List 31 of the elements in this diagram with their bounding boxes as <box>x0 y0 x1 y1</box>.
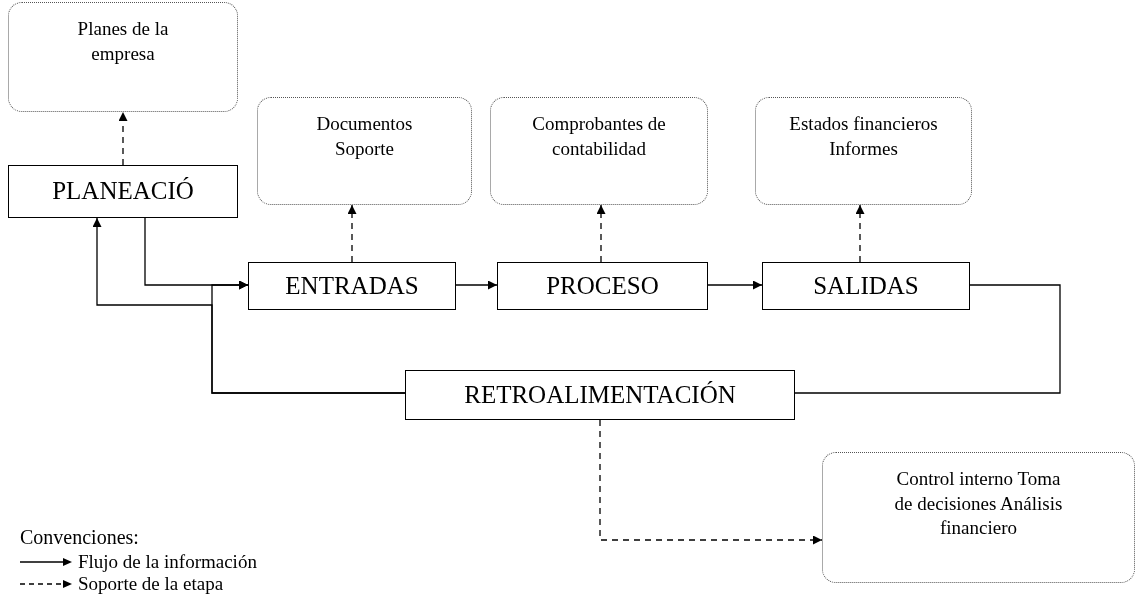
legend-heading: Convenciones: <box>20 526 139 549</box>
note-box <box>822 452 1135 583</box>
node-text: Control interno Toma de decisiones Análisis financiero <box>893 467 1064 541</box>
connector-arrow <box>347 204 357 263</box>
legend-text: Flujo de la información <box>78 551 257 573</box>
note-box <box>8 2 238 112</box>
node-text: Estados financieros Informes <box>788 112 939 161</box>
process-box <box>405 370 795 420</box>
note-box <box>490 97 708 205</box>
note-box <box>755 97 972 205</box>
connector-arrow <box>855 204 865 263</box>
node-text: ENTRADAS <box>285 270 419 301</box>
connector-arrow <box>707 280 763 290</box>
connector-arrow <box>211 280 406 394</box>
node-text: Planes de la empresa <box>76 17 170 66</box>
node-text: SALIDAS <box>813 270 919 301</box>
connector-arrow <box>596 204 606 263</box>
node-text: RETROALIMENTACIÓN <box>464 379 736 410</box>
legend-text: Soporte de la etapa <box>78 573 224 595</box>
connector-arrow <box>455 280 498 290</box>
node-text: Comprobantes de contabilidad <box>531 112 667 161</box>
connector-arrow <box>599 419 823 545</box>
connector-arrow <box>118 111 128 166</box>
process-box <box>248 262 456 310</box>
node-text: PLANEACIÓ <box>52 176 194 207</box>
process-box <box>8 165 238 218</box>
node-text: PROCESO <box>546 270 659 301</box>
note-box <box>257 97 472 205</box>
process-box <box>497 262 708 310</box>
node-text: Documentos Soporte <box>315 112 414 161</box>
process-box <box>762 262 970 310</box>
